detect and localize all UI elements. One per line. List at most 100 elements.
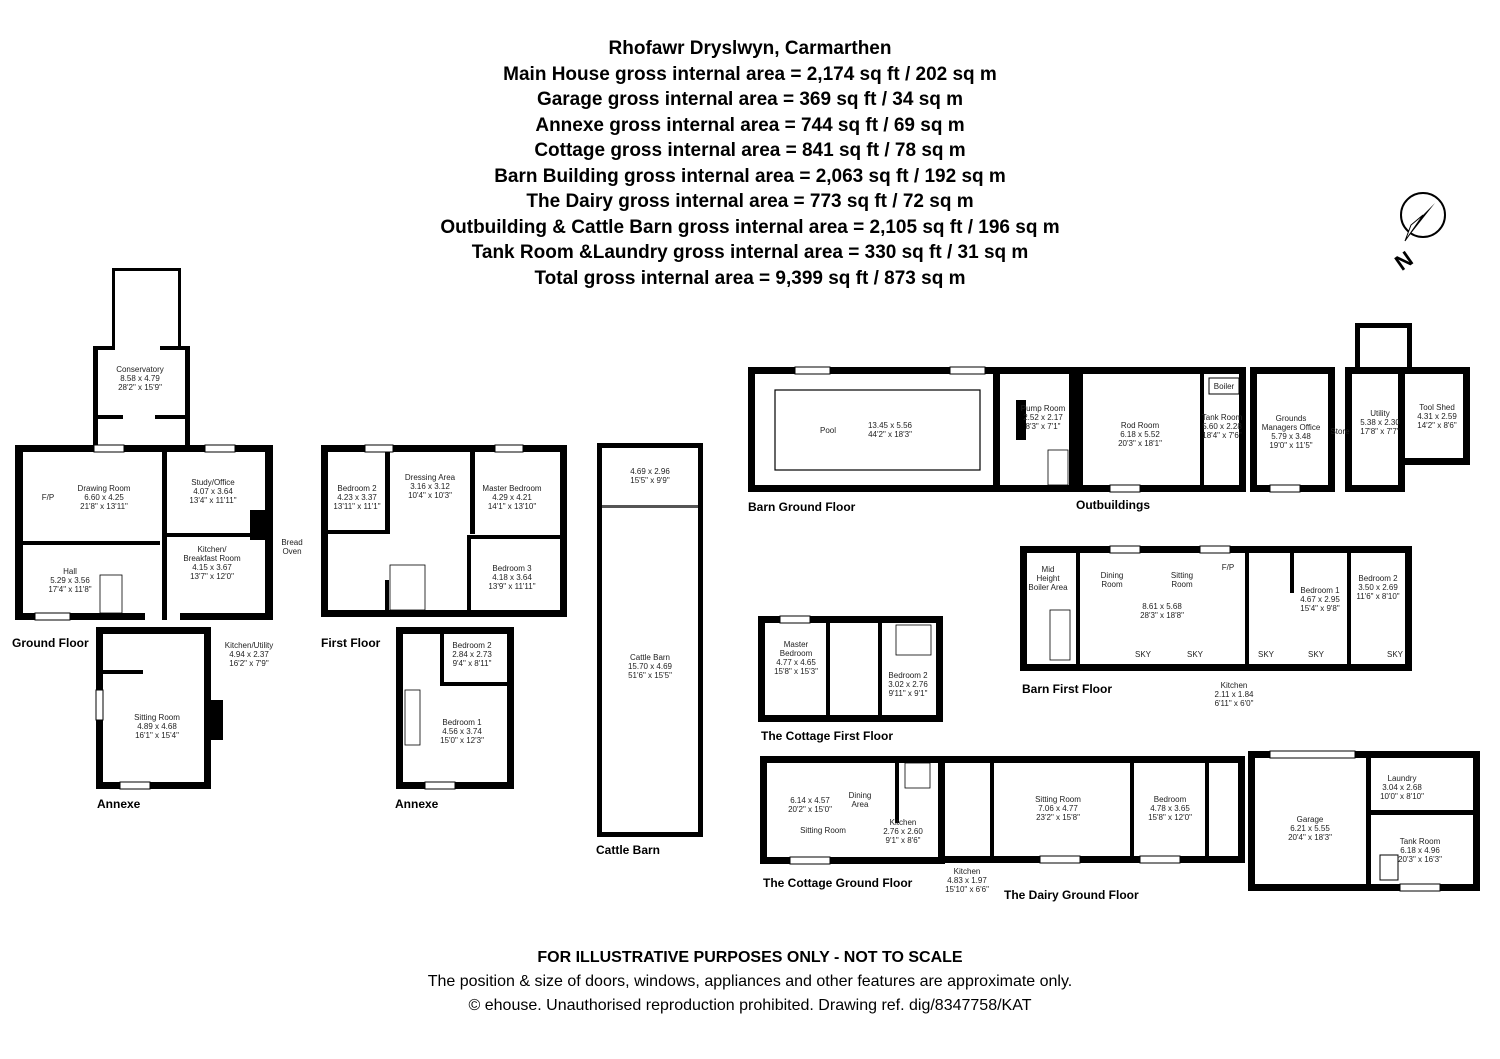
area-line: Garage gross internal area = 369 sq ft /… — [536, 89, 964, 110]
room-name: Laundry — [1388, 774, 1417, 783]
room-name: Master — [784, 640, 809, 649]
room-name: Store — [1330, 427, 1350, 436]
room-name: Garage — [1297, 815, 1324, 824]
room-name: Sitting Room — [1035, 795, 1081, 804]
floor-label: The Cottage First Floor — [761, 729, 893, 743]
stairs-group — [99, 449, 1071, 789]
room-name: Sitting Room — [134, 713, 180, 722]
area-line: Barn Building gross internal area = 2,06… — [494, 165, 1006, 187]
floor-label: The Dairy Ground Floor — [1004, 888, 1139, 902]
boiler-box — [1208, 377, 1240, 395]
room-name: Study/Office — [191, 478, 235, 487]
property-title: Rhofawr Dryslwyn, Carmarthen — [608, 38, 892, 59]
area-line: Annexe gross internal area = 744 sq ft /… — [535, 114, 965, 136]
wall-group — [15, 268, 1480, 891]
room-name: Boiler — [1214, 382, 1235, 391]
floor-label: Barn Ground Floor — [748, 500, 856, 514]
area-line: The Dairy gross internal area = 773 sq f… — [526, 191, 974, 212]
room-name: Kitchen — [954, 867, 981, 876]
room-name: Bedroom 3 — [492, 564, 532, 573]
area-line: Total gross internal area = 9,399 sq ft … — [534, 267, 966, 289]
room-name: Sitting — [1171, 571, 1193, 580]
floor-label: Ground Floor — [12, 636, 89, 650]
floor-label: First Floor — [321, 636, 381, 650]
pool-outline — [774, 389, 981, 471]
sky-label: SKY — [1387, 650, 1404, 659]
sky-label: SKY — [1258, 650, 1275, 659]
footer-note: The position & size of doors, windows, a… — [427, 973, 1073, 990]
area-line: Outbuilding & Cattle Barn gross internal… — [440, 216, 1060, 238]
room-name: Cattle Barn — [630, 653, 670, 662]
room-dims: 6.14 x 4.57 — [790, 796, 830, 805]
floor-label: Annexe — [97, 797, 141, 811]
fireplace-label: F/P — [42, 493, 54, 502]
room-name: Dressing Area — [405, 473, 456, 482]
room-name: Mid — [1042, 565, 1055, 574]
room-name: Dining — [849, 791, 872, 800]
floor-labels: Ground Floor First Floor Annexe Annexe C… — [12, 498, 1150, 902]
room-name: Sitting Room — [800, 826, 846, 835]
room-name: Utility — [1370, 409, 1390, 418]
header: Rhofawr Dryslwyn, Carmarthen Main House … — [0, 36, 1500, 291]
room-dims: 13.45 x 5.56 — [868, 421, 913, 430]
sky-label: SKY — [1135, 650, 1152, 659]
room-name: Tank Room — [1202, 413, 1243, 422]
floor-label: Cattle Barn — [596, 843, 660, 857]
room-dims: 4.69 x 2.96 — [630, 467, 670, 476]
room-name: Kitchen — [890, 818, 917, 827]
room-name: Master Bedroom — [482, 484, 541, 493]
copyright: © ehouse. Unauthorised reproduction proh… — [468, 997, 1032, 1014]
area-line: Cottage gross internal area = 841 sq ft … — [534, 140, 966, 161]
room-name: Bedroom 2 — [888, 671, 928, 680]
room-name: Hall — [63, 567, 77, 576]
room-name: Pump Room — [1021, 404, 1066, 413]
room-name: Dining — [1101, 571, 1124, 580]
room-name: Bedroom 2 — [452, 641, 492, 650]
room-name: Kitchen/Utility — [225, 641, 273, 650]
disclaimer: FOR ILLUSTRATIVE PURPOSES ONLY - NOT TO … — [537, 949, 963, 966]
room-name: Grounds — [1276, 414, 1307, 423]
room-dims: 8.61 x 5.68 — [1142, 602, 1182, 611]
sky-label: SKY — [1308, 650, 1325, 659]
room-name: Drawing Room — [78, 484, 131, 493]
room-name: Kitchen/ — [198, 545, 228, 554]
room-name: Tool Shed — [1419, 403, 1455, 412]
room-name: Bedroom 2 — [1358, 574, 1398, 583]
room-name: Conservatory — [116, 365, 164, 374]
